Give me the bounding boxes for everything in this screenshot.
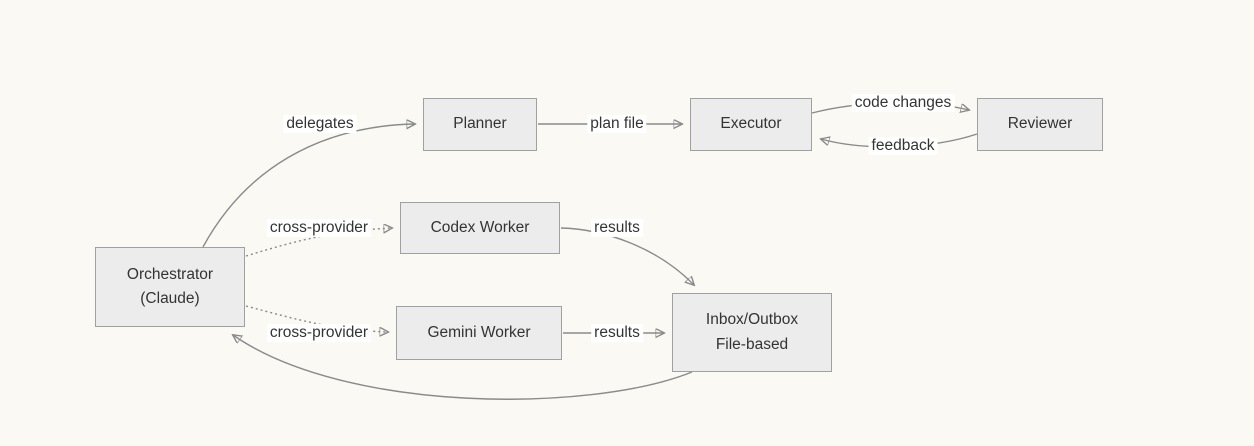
edge-orchestrator-to-codex	[245, 228, 392, 257]
node-inbox-outbox-label-line2: File-based	[715, 335, 789, 353]
edge-codex-to-inbox	[560, 227, 694, 285]
node-planner-label: Planner	[453, 115, 507, 133]
edge-label-results-bottom: results	[591, 324, 643, 342]
node-orchestrator-label-line1: Orchestrator	[126, 265, 214, 283]
node-inbox-outbox-label-line1: Inbox/Outbox	[705, 311, 799, 329]
node-executor: Executor	[690, 98, 812, 151]
node-codex-worker-label: Codex Worker	[430, 218, 530, 236]
edge-label-plan-file: plan file	[587, 115, 647, 133]
node-gemini-worker: Gemini Worker	[396, 306, 562, 360]
node-orchestrator: Orchestrator (Claude)	[95, 247, 245, 327]
node-inbox-outbox: Inbox/Outbox File-based	[672, 293, 832, 372]
edge-label-feedback: feedback	[868, 137, 938, 155]
edge-label-delegates: delegates	[283, 115, 357, 133]
node-gemini-worker-label: Gemini Worker	[427, 323, 531, 341]
node-reviewer: Reviewer	[977, 98, 1103, 151]
node-planner: Planner	[423, 98, 537, 151]
edge-label-code-changes: code changes	[851, 94, 955, 112]
edge-label-cross-provider-bottom: cross-provider	[266, 324, 372, 342]
edge-label-results-top: results	[591, 219, 643, 237]
node-codex-worker: Codex Worker	[400, 202, 560, 254]
node-orchestrator-label-line2: (Claude)	[140, 290, 200, 307]
node-executor-label: Executor	[720, 115, 782, 133]
edge-orchestrator-to-planner	[202, 124, 415, 248]
edge-label-cross-provider-top: cross-provider	[266, 219, 372, 237]
node-reviewer-label: Reviewer	[1007, 115, 1073, 133]
edge-inbox-to-orchestrator	[233, 335, 693, 400]
